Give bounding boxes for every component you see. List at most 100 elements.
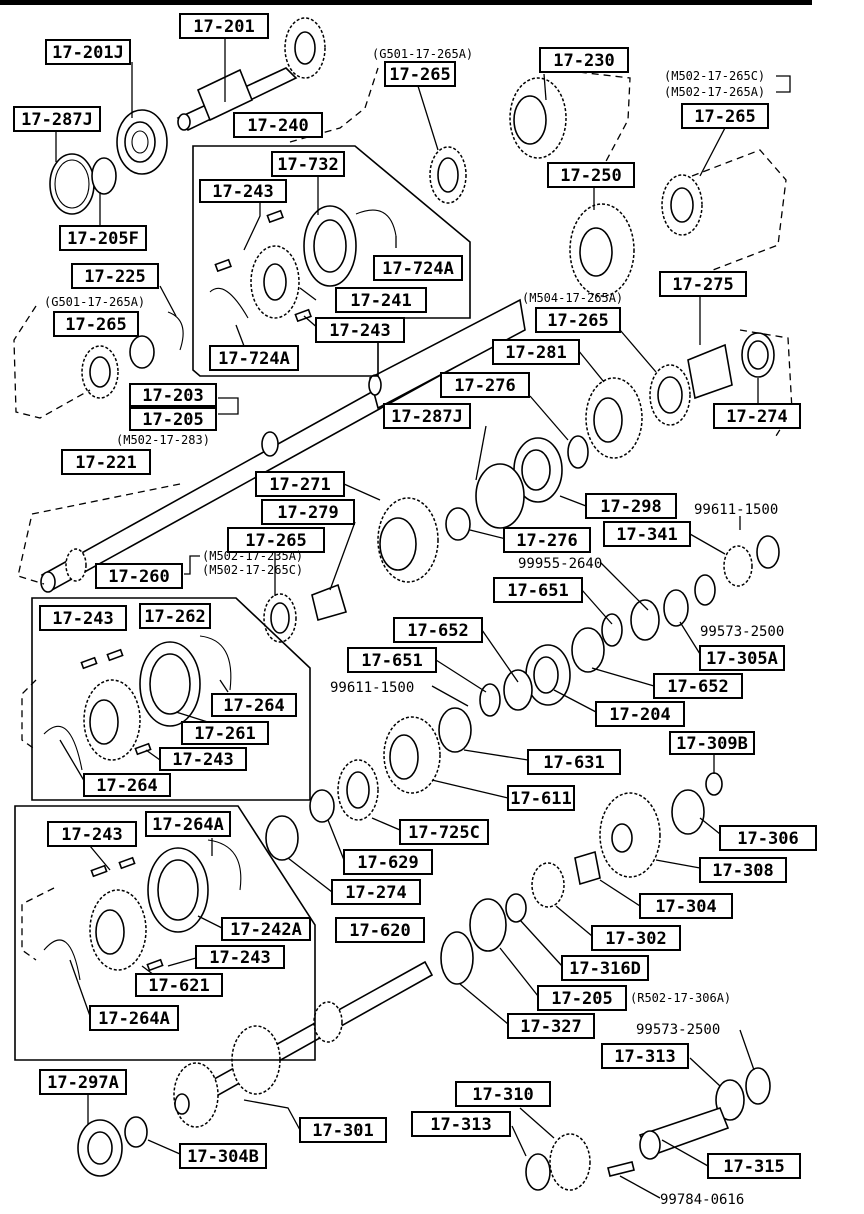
svg-text:17-629: 17-629 bbox=[357, 853, 418, 873]
label-17-310: 17-310 bbox=[455, 1081, 551, 1107]
svg-text:17-250: 17-250 bbox=[560, 166, 621, 186]
label-17-265: 17-265 bbox=[53, 311, 139, 337]
svg-text:17-276: 17-276 bbox=[516, 531, 577, 551]
svg-text:17-264: 17-264 bbox=[96, 776, 157, 796]
part-number: 99955-2640 bbox=[518, 556, 602, 572]
svg-text:17-279: 17-279 bbox=[277, 503, 338, 523]
svg-text:17-241: 17-241 bbox=[350, 291, 411, 311]
svg-text:17-243: 17-243 bbox=[52, 609, 113, 629]
svg-text:17-651: 17-651 bbox=[361, 651, 422, 671]
svg-text:17-287J: 17-287J bbox=[21, 110, 93, 130]
label-17-275: 17-275 bbox=[659, 271, 747, 297]
label-17-315: 17-315 bbox=[707, 1153, 801, 1179]
label-17-201J: 17-201J bbox=[45, 39, 131, 65]
leader-lines bbox=[55, 36, 759, 1199]
note-bracket bbox=[218, 397, 239, 415]
label-17-652: 17-652 bbox=[653, 673, 743, 699]
svg-text:17-265: 17-265 bbox=[245, 531, 306, 551]
svg-text:17-327: 17-327 bbox=[520, 1017, 581, 1037]
group-outline-260 bbox=[31, 597, 311, 801]
svg-text:17-732: 17-732 bbox=[277, 155, 338, 175]
synchronizer-assembly-drawing bbox=[209, 205, 397, 323]
label-17-205: 17-205 bbox=[129, 407, 217, 431]
synchronizer-260-drawing bbox=[43, 635, 232, 771]
label-17-201: 17-201 bbox=[179, 13, 269, 39]
label-17-271: 17-271 bbox=[255, 471, 345, 497]
note-bracket bbox=[776, 75, 791, 93]
reverse-idler-drawing bbox=[525, 1067, 771, 1191]
label-17-313: 17-313 bbox=[601, 1043, 689, 1069]
group-outline-620 bbox=[14, 805, 316, 1061]
note: (M502-17-265C) bbox=[202, 563, 303, 577]
svg-text:17-205: 17-205 bbox=[551, 989, 612, 1009]
svg-text:17-265: 17-265 bbox=[389, 65, 450, 85]
svg-text:17-725C: 17-725C bbox=[408, 823, 480, 843]
svg-text:17-274: 17-274 bbox=[345, 883, 406, 903]
svg-text:17-243: 17-243 bbox=[209, 948, 270, 968]
svg-text:17-281: 17-281 bbox=[505, 343, 566, 363]
snap-rings-drawing bbox=[49, 153, 117, 215]
svg-text:17-298: 17-298 bbox=[600, 497, 661, 517]
label-17-297A: 17-297A bbox=[39, 1069, 127, 1095]
note: (G501-17-265A) bbox=[372, 47, 473, 61]
svg-text:17-297A: 17-297A bbox=[47, 1073, 119, 1093]
svg-text:17-205F: 17-205F bbox=[67, 229, 139, 249]
svg-text:17-243: 17-243 bbox=[61, 825, 122, 845]
label-17-205F: 17-205F bbox=[59, 225, 147, 251]
label-17-243: 17-243 bbox=[159, 747, 247, 771]
bottom-bearing-drawing bbox=[77, 1116, 148, 1177]
svg-text:17-261: 17-261 bbox=[194, 724, 255, 744]
label-17-203: 17-203 bbox=[129, 383, 217, 407]
label-17-732: 17-732 bbox=[271, 151, 345, 177]
label-17-629: 17-629 bbox=[343, 849, 433, 875]
label-17-724A: 17-724A bbox=[373, 255, 463, 281]
svg-text:17-310: 17-310 bbox=[472, 1085, 533, 1105]
note: (M502-17-235A) bbox=[202, 549, 303, 563]
label-17-265: 17-265 bbox=[384, 61, 456, 87]
label-17-276: 17-276 bbox=[440, 372, 530, 398]
label-17-243: 17-243 bbox=[39, 605, 127, 631]
svg-text:17-265: 17-265 bbox=[65, 315, 126, 335]
label-17-620: 17-620 bbox=[335, 917, 425, 943]
label-17-287J: 17-287J bbox=[13, 106, 101, 132]
right-cluster-drawing bbox=[265, 535, 780, 861]
label-17-205: 17-205 bbox=[537, 985, 627, 1011]
label-17-309B: 17-309B bbox=[669, 731, 755, 755]
svg-text:17-301: 17-301 bbox=[312, 1121, 373, 1141]
note: (M502-17-265C) bbox=[664, 69, 765, 83]
left-ring-drawing bbox=[81, 311, 184, 399]
svg-text:17-260: 17-260 bbox=[108, 567, 169, 587]
svg-text:17-313: 17-313 bbox=[614, 1047, 675, 1067]
label-17-298: 17-298 bbox=[585, 493, 677, 519]
label-17-243: 17-243 bbox=[315, 317, 405, 343]
svg-text:17-276: 17-276 bbox=[454, 376, 515, 396]
label-17-230: 17-230 bbox=[539, 47, 629, 73]
svg-text:17-651: 17-651 bbox=[507, 581, 568, 601]
label-17-287J: 17-287J bbox=[383, 403, 471, 429]
label-17-621: 17-621 bbox=[135, 973, 223, 997]
label-17-265: 17-265 bbox=[681, 103, 769, 129]
label-17-274: 17-274 bbox=[713, 403, 801, 429]
label-17-241: 17-241 bbox=[335, 287, 427, 313]
part-number: 99573-2500 bbox=[700, 624, 784, 640]
svg-text:17-264A: 17-264A bbox=[98, 1009, 170, 1029]
svg-text:17-304B: 17-304B bbox=[187, 1147, 259, 1167]
svg-text:17-201J: 17-201J bbox=[52, 43, 124, 63]
svg-text:17-240: 17-240 bbox=[247, 116, 308, 136]
right-mid-parts-drawing bbox=[445, 332, 775, 541]
note: (R502-17-306A) bbox=[630, 991, 731, 1005]
label-17-724A: 17-724A bbox=[209, 345, 299, 371]
label-17-651: 17-651 bbox=[347, 647, 437, 673]
svg-text:17-304: 17-304 bbox=[655, 897, 716, 917]
svg-text:17-265: 17-265 bbox=[694, 107, 755, 127]
counter-gears-drawing bbox=[440, 772, 723, 985]
label-17-306: 17-306 bbox=[719, 825, 817, 851]
note: (M504-17-265A) bbox=[522, 291, 623, 305]
svg-text:17-265: 17-265 bbox=[547, 311, 608, 331]
label-17-304: 17-304 bbox=[639, 893, 733, 919]
svg-text:17-264: 17-264 bbox=[223, 696, 284, 716]
label-17-652: 17-652 bbox=[393, 617, 483, 643]
svg-text:17-242A: 17-242A bbox=[230, 920, 302, 940]
label-17-242A: 17-242A bbox=[221, 917, 311, 941]
svg-text:17-302: 17-302 bbox=[605, 929, 666, 949]
